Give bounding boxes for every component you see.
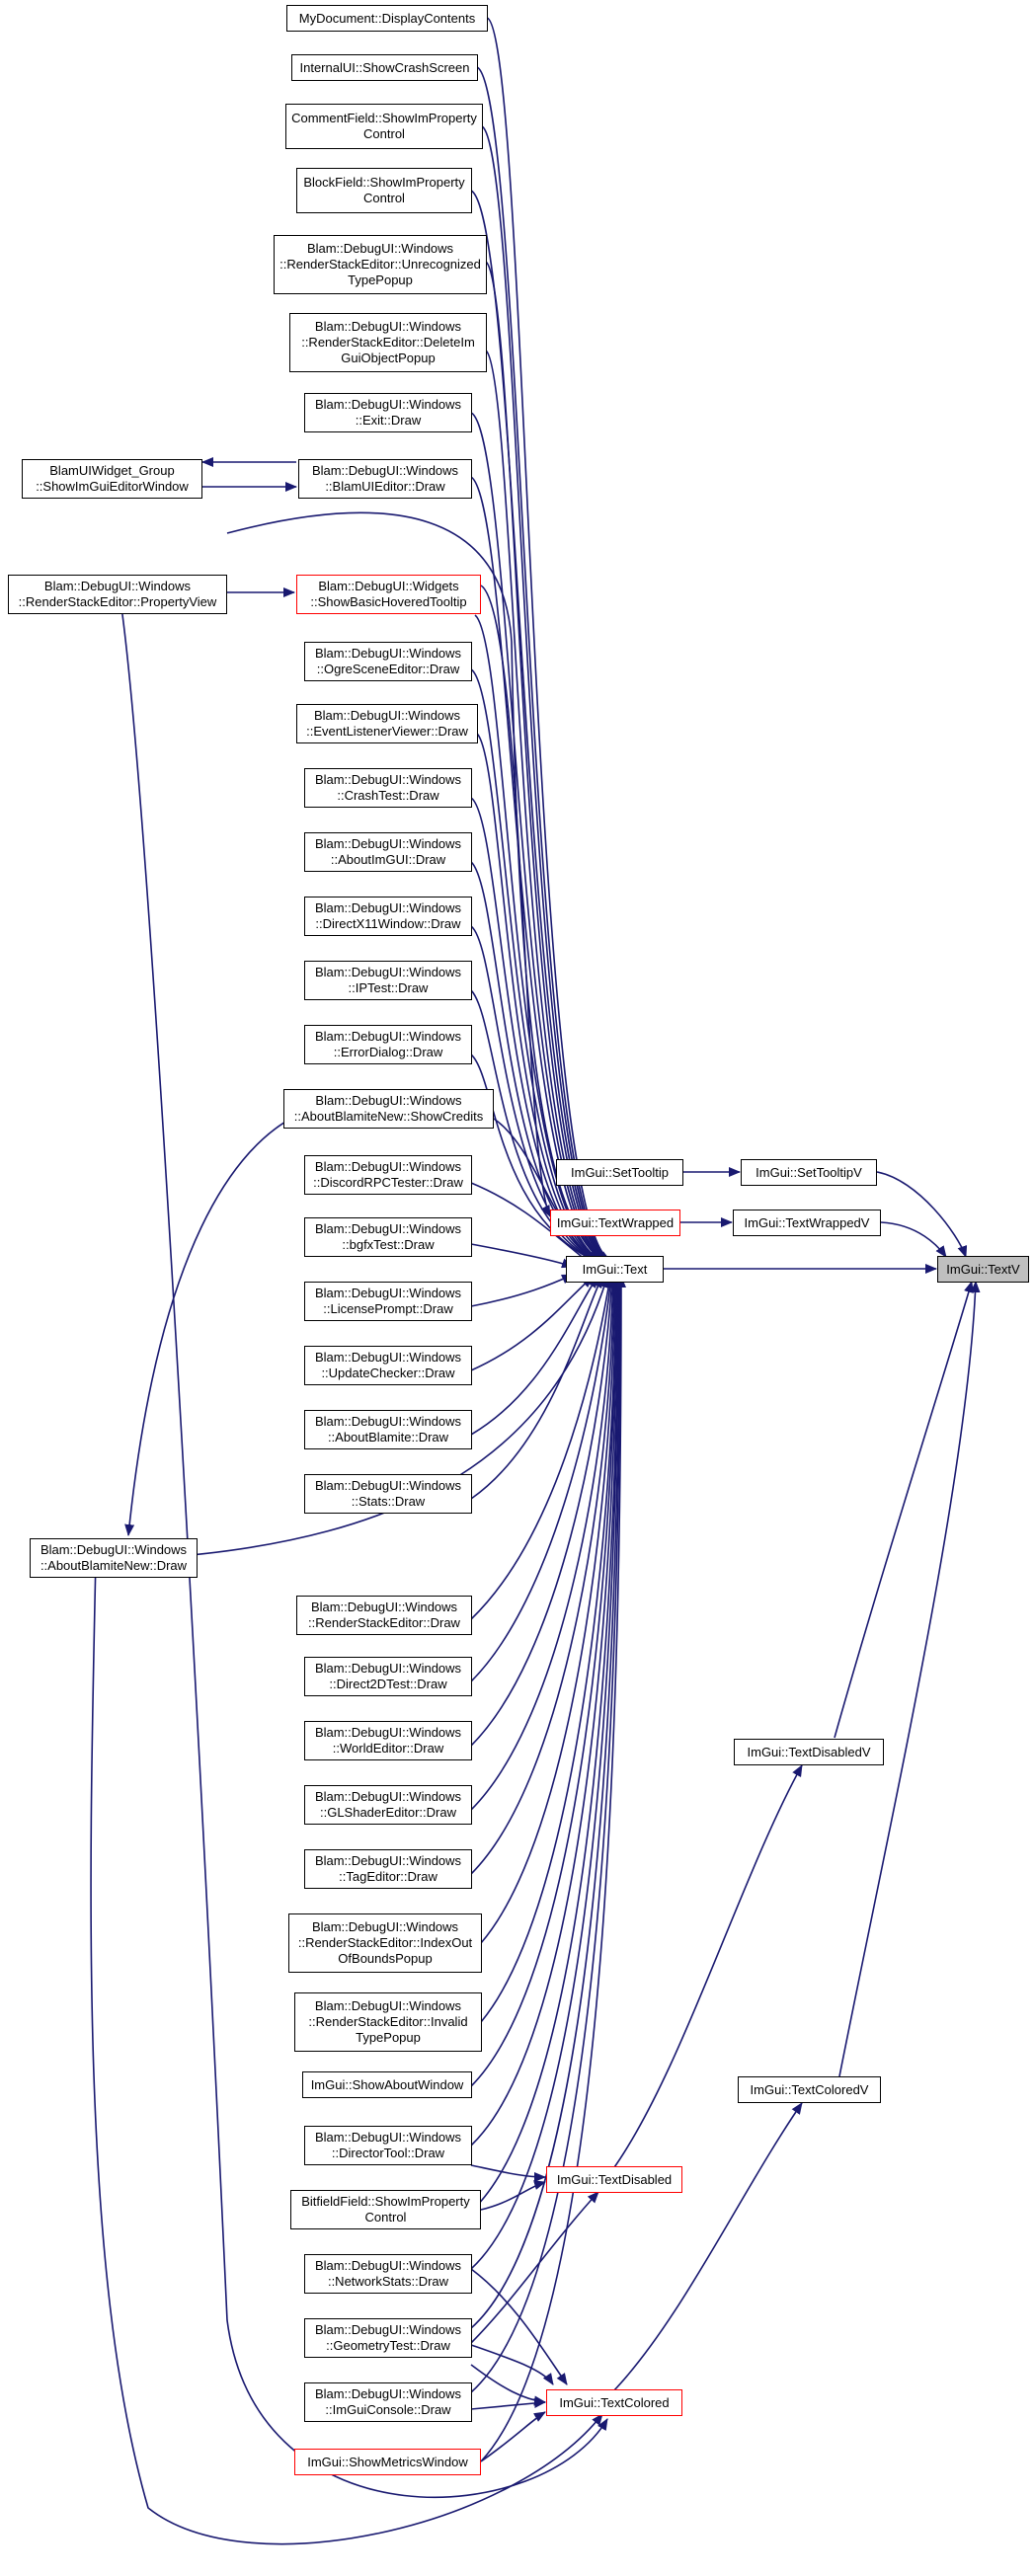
edge: [876, 1171, 968, 1258]
node-imgui-textcoloredv[interactable]: ImGui::TextColoredV: [738, 2076, 881, 2103]
node-exit-draw[interactable]: Blam::DebugUI::Windows ::Exit::Draw: [304, 393, 472, 432]
node-imgui-settooltipv[interactable]: ImGui::SetTooltipV: [741, 1159, 877, 1186]
node-imgui-settooltip[interactable]: ImGui::SetTooltip: [556, 1159, 683, 1186]
node-imgui-showaboutwindow[interactable]: ImGui::ShowAboutWindow: [302, 2071, 472, 2098]
node-directortool-draw[interactable]: Blam::DebugUI::Windows ::DirectorTool::D…: [304, 2126, 472, 2165]
edge: [470, 2398, 546, 2410]
edge: [470, 1276, 623, 2270]
edge: [880, 1221, 947, 1258]
node-glshadereditor-draw[interactable]: Blam::DebugUI::Windows ::GLShaderEditor:…: [304, 1785, 472, 1825]
edge: [470, 1276, 615, 1682]
node-directx11window-draw[interactable]: Blam::DebugUI::Windows ::DirectX11Window…: [304, 897, 472, 936]
node-renderstackeditor-deleteimguiobjectpopup[interactable]: Blam::DebugUI::Windows ::RenderStackEdit…: [289, 313, 487, 372]
edge: [480, 2180, 546, 2211]
edge: [470, 2164, 546, 2182]
node-aboutimgui-draw[interactable]: Blam::DebugUI::Windows ::AboutImGUI::Dra…: [304, 832, 472, 872]
node-worldeditor-draw[interactable]: Blam::DebugUI::Windows ::WorldEditor::Dr…: [304, 1721, 472, 1760]
edge: [470, 2191, 599, 2344]
node-iptest-draw[interactable]: Blam::DebugUI::Windows ::IPTest::Draw: [304, 961, 472, 1000]
node-networkstats-draw[interactable]: Blam::DebugUI::Windows ::NetworkStats::D…: [304, 2254, 472, 2294]
node-imguiconsole-draw[interactable]: Blam::DebugUI::Windows ::ImGuiConsole::D…: [304, 2382, 472, 2422]
node-imgui-textv[interactable]: ImGui::TextV: [937, 1256, 1029, 1283]
node-stats-draw[interactable]: Blam::DebugUI::Windows ::Stats::Draw: [304, 1474, 472, 1514]
edge: [470, 2344, 554, 2385]
edge: [470, 1276, 614, 1620]
node-discordrpctester-draw[interactable]: Blam::DebugUI::Windows ::DiscordRPCTeste…: [304, 1155, 472, 1195]
edge: [480, 1276, 620, 1944]
node-errordialog-draw[interactable]: Blam::DebugUI::Windows ::ErrorDialog::Dr…: [304, 1025, 472, 1064]
node-bgfxtest-draw[interactable]: Blam::DebugUI::Windows ::bgfxTest::Draw: [304, 1217, 472, 1257]
edge: [834, 1281, 974, 1739]
edge: [480, 2411, 546, 2462]
edge: [119, 599, 608, 2498]
edge: [485, 350, 606, 1262]
node-imgui-textwrappedv[interactable]: ImGui::TextWrappedV: [733, 1210, 881, 1236]
node-aboutblamitenew-draw[interactable]: Blam::DebugUI::Windows ::AboutBlamiteNew…: [30, 1538, 198, 1578]
edge: [470, 1276, 625, 2393]
node-internalui-showcrashscreen[interactable]: InternalUI::ShowCrashScreen: [291, 54, 478, 81]
edge: [470, 1243, 574, 1269]
node-imgui-textcolored[interactable]: ImGui::TextColored: [546, 2389, 682, 2416]
node-imgui-text[interactable]: ImGui::Text: [566, 1256, 664, 1283]
edge: [470, 1276, 618, 1811]
node-bitfieldfield-showimpropertycontrol[interactable]: BitfieldField::ShowImProperty Control: [290, 2190, 481, 2229]
node-mydocument-displaycontents[interactable]: MyDocument::DisplayContents: [286, 5, 488, 32]
node-direct2dtest-draw[interactable]: Blam::DebugUI::Windows ::Direct2DTest::D…: [304, 1657, 472, 1696]
node-aboutblamitenew-showcredits[interactable]: Blam::DebugUI::Windows ::AboutBlamiteNew…: [283, 1089, 494, 1129]
edge: [470, 1276, 594, 1371]
edge: [611, 1764, 803, 2171]
node-tageditor-draw[interactable]: Blam::DebugUI::Windows ::TagEditor::Draw: [304, 1849, 472, 1889]
node-geometrytest-draw[interactable]: Blam::DebugUI::Windows ::GeometryTest::D…: [304, 2318, 472, 2358]
node-widgets-showbasichoveredtooltip[interactable]: Blam::DebugUI::Widgets ::ShowBasicHovere…: [296, 575, 481, 614]
node-renderstackeditor-unrecognizedtypepopup[interactable]: Blam::DebugUI::Windows ::RenderStackEdit…: [274, 235, 487, 294]
node-renderstackeditor-indexoutofboundspopup[interactable]: Blam::DebugUI::Windows ::RenderStackEdit…: [288, 1913, 482, 1973]
edge: [470, 2364, 546, 2406]
node-ogresceneeditor-draw[interactable]: Blam::DebugUI::Windows ::OgreSceneEditor…: [304, 642, 472, 681]
edge: [470, 1054, 596, 1262]
node-licenseprompt-draw[interactable]: Blam::DebugUI::Windows ::LicensePrompt::…: [304, 1282, 472, 1321]
edge: [470, 1276, 617, 1747]
node-renderstackeditor-draw[interactable]: Blam::DebugUI::Windows ::RenderStackEdit…: [296, 1596, 472, 1635]
edge: [470, 412, 605, 1262]
edge: [470, 1276, 603, 1500]
node-crashtest-draw[interactable]: Blam::DebugUI::Windows ::CrashTest::Draw: [304, 768, 472, 808]
node-imgui-textdisabledv[interactable]: ImGui::TextDisabledV: [734, 1739, 884, 1765]
edge: [470, 1276, 598, 1436]
node-aboutblamite-draw[interactable]: Blam::DebugUI::Windows ::AboutBlamite::D…: [304, 1410, 472, 1449]
edge: [480, 1276, 621, 2023]
node-imgui-showmetricswindow[interactable]: ImGui::ShowMetricsWindow: [294, 2449, 481, 2475]
node-blamuieditor-draw[interactable]: Blam::DebugUI::Windows ::BlamUIEditor::D…: [298, 459, 472, 499]
edge: [470, 1276, 619, 1875]
edge: [485, 261, 607, 1262]
node-renderstackeditor-invalidtypepopup[interactable]: Blam::DebugUI::Windows ::RenderStackEdit…: [294, 1992, 482, 2052]
node-updatechecker-draw[interactable]: Blam::DebugUI::Windows ::UpdateChecker::…: [304, 1346, 472, 1385]
edge: [470, 1276, 622, 2147]
node-eventlistenerviewer-draw[interactable]: Blam::DebugUI::Windows ::EventListenerVi…: [296, 704, 478, 743]
node-imgui-textdisabled[interactable]: ImGui::TextDisabled: [546, 2166, 682, 2193]
edge: [470, 1276, 621, 2087]
edge: [470, 1274, 574, 1307]
edge: [470, 1182, 592, 1265]
edge: [90, 1557, 603, 2545]
node-blockfield-showimpropertycontrol[interactable]: BlockField::ShowImProperty Control: [296, 168, 472, 213]
edge: [611, 2102, 803, 2393]
edge: [838, 1281, 981, 2077]
edge: [480, 585, 551, 1217]
edge: [124, 1115, 297, 1536]
node-commentfield-showimpropertycontrol[interactable]: CommentField::ShowImProperty Control: [285, 104, 483, 149]
edge: [480, 1276, 626, 2462]
node-blamuiwidget-group-showimguieditorwindow[interactable]: BlamUIWidget_Group ::ShowImGuiEditorWind…: [22, 459, 202, 499]
edge: [470, 1276, 624, 2329]
node-renderstackeditor-propertyview[interactable]: Blam::DebugUI::Windows ::RenderStackEdit…: [8, 575, 227, 614]
edge: [476, 66, 610, 1262]
node-imgui-textwrapped[interactable]: ImGui::TextWrapped: [550, 1210, 680, 1236]
edge: [472, 1276, 623, 2211]
edge: [470, 2268, 568, 2385]
